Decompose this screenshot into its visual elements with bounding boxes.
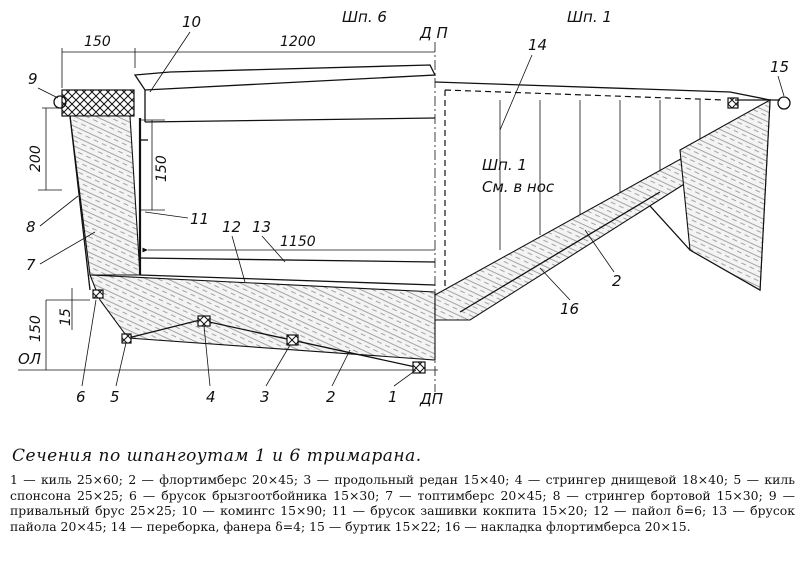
callout-13: 13	[252, 218, 271, 236]
station-6-label: Шп. 6	[342, 8, 387, 26]
note-see-bow: См. в нос	[482, 178, 555, 196]
dim-150-top: 150	[84, 34, 111, 50]
dim-1150: 1150	[280, 234, 316, 250]
callout-2-right: 2	[612, 272, 622, 290]
sponson-section	[53, 64, 437, 374]
baseline: ОЛ	[18, 350, 438, 371]
caption-title: Сечения по шпангоутам 1 и 6 тримарана.	[12, 446, 422, 466]
main-hull-section: Шп. 1 См. в нос	[434, 81, 791, 321]
callout-14: 14	[528, 36, 547, 54]
ol-label: ОЛ	[18, 350, 41, 368]
callout-7: 7	[26, 256, 36, 274]
cockpit-dimension: 150	[140, 119, 170, 211]
callout-16: 16	[560, 300, 579, 318]
callout-5: 5	[110, 388, 120, 406]
callout-4: 4	[206, 388, 216, 406]
dp-top-label: Д П	[419, 24, 448, 42]
figure-caption: Сечения по шпангоутам 1 и 6 тримарана. 1…	[10, 446, 795, 534]
callout-6: 6	[76, 388, 86, 406]
callout-8: 8	[26, 218, 36, 236]
gunwale-block	[61, 89, 135, 117]
hull-section-drawing: Шп. 6 Шп. 1 Д П ДП ОЛ 150 1200 200 150 1…	[18, 8, 791, 408]
left-dimensions: 200 150 15	[28, 107, 90, 370]
callout-3: 3	[260, 388, 270, 406]
top-dimensions: 150 1200	[61, 34, 435, 88]
callout-15: 15	[770, 58, 789, 76]
dim-150-cockpit: 150	[154, 155, 170, 182]
floor-dimension: 1150	[142, 234, 435, 253]
dim-1200: 1200	[280, 34, 316, 50]
callout-1: 1	[388, 388, 398, 406]
callout-10: 10	[182, 13, 201, 31]
callouts: 9 10 14 15 8 7 11 12 13 16 2 6 5 4 3 2 1	[26, 13, 789, 406]
caption-legend: 1 — киль 25×60; 2 — флортимберс 20×45; 3…	[10, 472, 795, 534]
dp-bottom-label: ДП	[419, 390, 443, 408]
dim-150-ol: 150	[28, 315, 44, 342]
callout-9: 9	[28, 70, 38, 88]
callout-12: 12	[222, 218, 241, 236]
station-1-label: Шп. 1	[567, 8, 612, 26]
note-station-1: Шп. 1	[482, 156, 527, 174]
callout-11: 11	[190, 210, 209, 228]
callout-2-left: 2	[326, 388, 336, 406]
dim-200: 200	[28, 145, 44, 172]
dim-15: 15	[58, 308, 74, 326]
